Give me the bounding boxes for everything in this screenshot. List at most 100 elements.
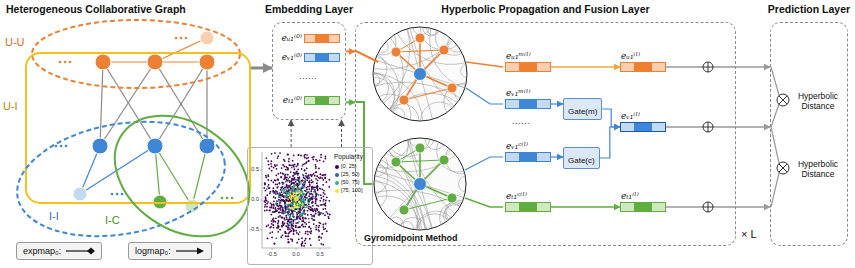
- scatter-point: [308, 192, 310, 194]
- embedding-label: eᵤ₁⁽⁰⁾: [281, 33, 302, 44]
- region-outline: [26, 53, 250, 203]
- scatter-point: [297, 209, 299, 211]
- scatter-point: [289, 197, 291, 199]
- scatter-point: [279, 183, 281, 185]
- scatter-point: [304, 163, 306, 165]
- scatter-point: [314, 210, 316, 212]
- scatter-point: [307, 231, 309, 233]
- ellipsis-dot: [59, 61, 62, 64]
- scatter-point: [284, 211, 286, 213]
- scatter-point: [305, 218, 307, 220]
- poincare-disk: [374, 138, 466, 230]
- region-label: I-I: [48, 210, 60, 222]
- scatter-point: [283, 224, 285, 226]
- layer-title: Embedding Layer: [265, 3, 353, 15]
- disk-boundary: [374, 138, 466, 230]
- scatter-point: [298, 154, 300, 156]
- legend-label: [0, 25): [341, 164, 357, 170]
- layer-title: Prediction Layer: [768, 3, 850, 15]
- scatter-point: [266, 203, 268, 205]
- scatter-point: [291, 225, 293, 227]
- geodesic: [381, 159, 426, 229]
- scatter-point: [307, 192, 309, 194]
- scatter-point: [320, 212, 322, 214]
- scatter-point: [280, 187, 282, 189]
- scatter-point: [292, 213, 294, 215]
- scatter-point: [311, 202, 313, 204]
- scatter-point: [277, 231, 279, 233]
- disk-boundary: [373, 27, 467, 121]
- scatter-point: [296, 179, 298, 181]
- scatter-point: [292, 175, 294, 177]
- scatter-point: [328, 179, 330, 181]
- scatter-point: [276, 193, 278, 195]
- scatter-point: [292, 228, 294, 230]
- scatter-point: [288, 188, 290, 190]
- scatter-point: [291, 182, 293, 184]
- scatter-point: [301, 198, 303, 200]
- scatter-point: [278, 226, 280, 228]
- region-ellipse: I-I: [14, 122, 228, 236]
- scatter-point: [272, 191, 274, 193]
- scatter-point: [286, 200, 288, 202]
- scatter-point: [295, 181, 297, 183]
- scatter-point: [288, 210, 290, 212]
- scatter-point: [316, 184, 318, 186]
- scatter-point: [287, 227, 289, 229]
- scatter-point: [302, 208, 304, 210]
- scatter-point: [287, 174, 289, 176]
- scatter-point: [277, 225, 279, 227]
- scatter-point: [325, 208, 327, 210]
- scatter-point: [289, 202, 291, 204]
- scatter-point: [290, 193, 292, 195]
- legend-entry: [25, 50): [335, 172, 360, 178]
- scatter-point: [281, 191, 283, 193]
- scatter-point: [313, 156, 315, 158]
- scatter-point: [305, 162, 307, 164]
- scatter-point: [301, 200, 303, 202]
- scatter-point: [299, 196, 301, 198]
- figure-part: [779, 164, 787, 172]
- scatter-point: [293, 172, 295, 174]
- scatter-point: [272, 211, 274, 213]
- scatter-point: [278, 200, 280, 202]
- scatter-point: [287, 213, 289, 215]
- scatter-point: [301, 194, 303, 196]
- scatter-point: [302, 191, 304, 193]
- scatter-point: [289, 181, 291, 183]
- connector: [346, 101, 355, 103]
- scatter-point: [310, 244, 312, 246]
- scatter-point: [322, 184, 324, 186]
- logmap-symbol: [175, 246, 205, 256]
- scatter-point: [288, 241, 290, 243]
- scatter-point: [311, 186, 313, 188]
- scatter-point: [288, 202, 290, 204]
- scatter-point: [280, 200, 282, 202]
- geodesic: [383, 29, 409, 104]
- scatter-point: [311, 199, 313, 201]
- scatter-point: [277, 157, 279, 159]
- scatter-point: [288, 197, 290, 199]
- scatter-point: [277, 223, 279, 225]
- geodesic: [376, 196, 420, 230]
- symbol-line: [176, 251, 199, 252]
- scatter-point: [268, 164, 270, 166]
- scatter-point: [273, 201, 275, 203]
- scatter-point: [294, 185, 296, 187]
- scatter-point: [299, 218, 301, 220]
- tick-label: 0.5: [316, 252, 324, 258]
- scatter-point: [291, 205, 293, 207]
- scatter-point: [267, 160, 269, 162]
- scatter-point: [304, 194, 306, 196]
- scatter-point: [299, 176, 301, 178]
- scatter-point: [283, 190, 285, 192]
- disk-vertex: [414, 178, 427, 191]
- scatter-point: [297, 164, 299, 166]
- scatter-point: [301, 196, 303, 198]
- scatter-point: [285, 235, 287, 237]
- scatter-point: [287, 208, 289, 210]
- scatter-point: [283, 192, 285, 194]
- scatter-point: [320, 222, 322, 224]
- scatter-point: [294, 210, 296, 212]
- disk-vertex: [399, 205, 409, 215]
